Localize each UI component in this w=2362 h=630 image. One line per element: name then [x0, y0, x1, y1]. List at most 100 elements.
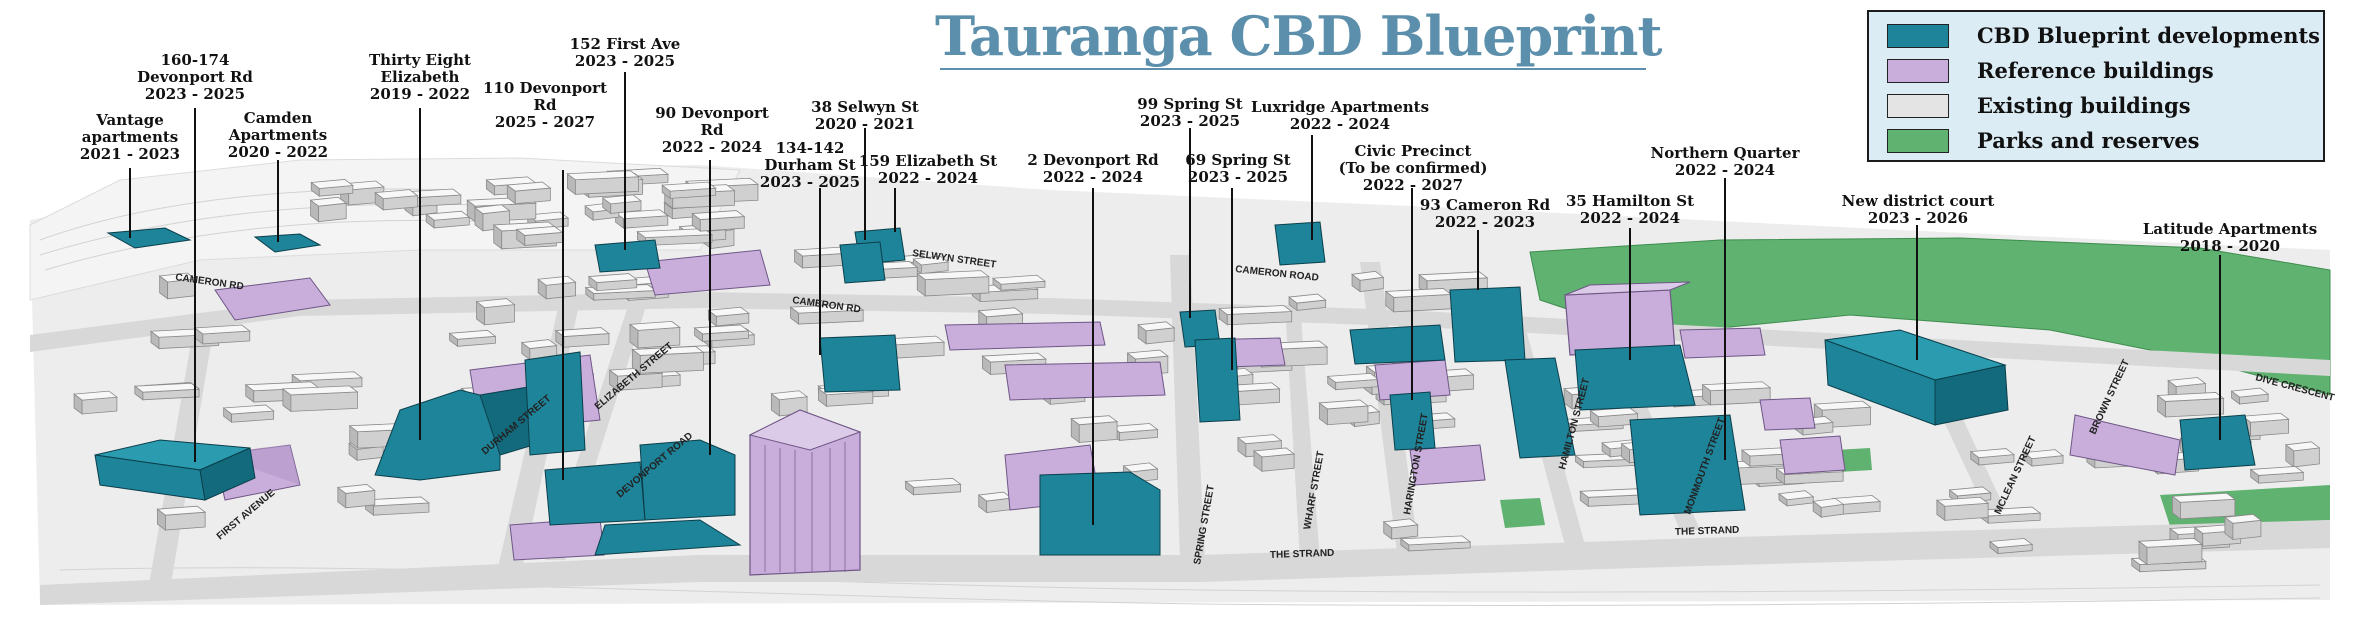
existing-building: [336, 484, 376, 509]
street-label-the-strand-2: THE STRAND: [1675, 525, 1740, 538]
development-69-spring: [1194, 337, 1241, 423]
callout-line: 2022 - 2023: [1434, 213, 1536, 231]
reference-building-east: [2069, 414, 2181, 476]
callout-line: Vantage: [96, 111, 164, 129]
legend-label-existing: Existing buildings: [1977, 93, 2191, 118]
existing-building: [448, 329, 497, 348]
callout-line: 93 Cameron Rd: [1419, 196, 1551, 214]
title-underline: [940, 68, 1646, 70]
road-the-strand: [40, 520, 2330, 605]
existing-building: [1812, 497, 1845, 518]
existing-building: [2022, 449, 2065, 467]
development-152-first-ave: [594, 239, 661, 273]
callout-line: Latitude Apartments: [2142, 220, 2318, 238]
callout-line: 2023 - 2026: [1867, 209, 1969, 227]
existing-building: [2230, 387, 2270, 405]
callout-line: 2022 - 2024: [877, 169, 979, 187]
development-camden: [253, 233, 322, 253]
existing-building: [1137, 321, 1176, 345]
reference-building-durham: [644, 249, 771, 296]
existing-building: [156, 505, 207, 531]
existing-building: [614, 209, 669, 229]
callout-line: Thirty Eight: [369, 51, 471, 69]
callout-line: 99 Spring St: [1137, 95, 1243, 113]
existing-building: [601, 194, 643, 215]
callout-line: 2020 - 2022: [227, 143, 329, 161]
existing-building: [793, 246, 853, 269]
road-spring: [1170, 255, 1205, 560]
existing-building: [1351, 270, 1385, 293]
reference-buildings: [214, 249, 2181, 576]
reference-building-cameron-mid2: [1004, 361, 1166, 401]
existing-building: [904, 477, 962, 496]
callout-line: 134-142: [775, 139, 845, 157]
blueprint-developments: [94, 221, 2256, 556]
callout-line: 2022 - 2024: [1674, 161, 1776, 179]
legend: CBD Blueprint developments Reference bui…: [1867, 10, 2325, 162]
callout-line: Durham St: [764, 156, 856, 174]
callout-line: Camden: [243, 109, 313, 127]
existing-building: [628, 320, 681, 349]
callout-line: 2023 - 2025: [574, 52, 676, 70]
callout-line: apartments: [81, 128, 179, 146]
existing-building: [475, 298, 516, 326]
callout-line: 2020 - 2021: [814, 115, 916, 133]
existing-building: [1969, 448, 2016, 466]
callout-line: 2023 - 2025: [1139, 112, 1241, 130]
existing-building: [707, 306, 750, 327]
existing-building: [789, 303, 865, 325]
callout-line: 2022 - 2024: [1579, 209, 1681, 227]
development-35-hamilton: [1574, 344, 1696, 411]
existing-building: [636, 228, 714, 247]
reference-building-top-left: [214, 277, 331, 321]
development-110-devonport: [524, 351, 646, 526]
existing-building: [566, 170, 640, 196]
legend-swatch-parks: [1887, 129, 1949, 153]
legend-swatch-existing: [1887, 94, 1949, 118]
existing-building: [1935, 496, 1990, 522]
callout-line: 2022 - 2027: [1362, 176, 1464, 194]
existing-building: [693, 324, 750, 343]
park-small-1: [1500, 498, 1545, 528]
existing-building: [1777, 490, 1815, 507]
development-134-durham: [839, 241, 886, 284]
callout-line: Luxridge Apartments: [1250, 98, 1430, 116]
existing-building: [310, 179, 354, 197]
existing-building: [916, 270, 990, 297]
existing-building: [977, 491, 1013, 514]
development-159-elizabeth: [819, 334, 901, 393]
legend-label-developments: CBD Blueprint developments: [1977, 23, 2320, 48]
existing-building: [374, 189, 419, 211]
existing-building: [587, 273, 638, 292]
existing-building: [991, 274, 1047, 292]
existing-building: [309, 196, 348, 223]
existing-building: [2249, 466, 2305, 484]
callout-line: 159 Elizabeth St: [858, 152, 998, 170]
existing-building: [1318, 399, 1370, 426]
existing-building: [691, 210, 746, 232]
callout-line: 2023 - 2025: [144, 85, 246, 103]
road-wharf: [1285, 305, 1320, 560]
callout-line: Northern Quarter: [1650, 144, 1800, 162]
callout-line: Rd: [700, 121, 724, 139]
callout-line: 2023 - 2025: [759, 173, 861, 191]
callout-line: 69 Spring St: [1185, 151, 1291, 169]
existing-building: [1589, 407, 1639, 428]
existing-building: [515, 226, 564, 247]
reference-tower-central: [748, 409, 862, 576]
callout-line: Civic Precinct: [1354, 142, 1472, 160]
existing-building: [473, 204, 511, 232]
existing-building: [661, 181, 717, 200]
existing-building: [1979, 506, 2042, 525]
